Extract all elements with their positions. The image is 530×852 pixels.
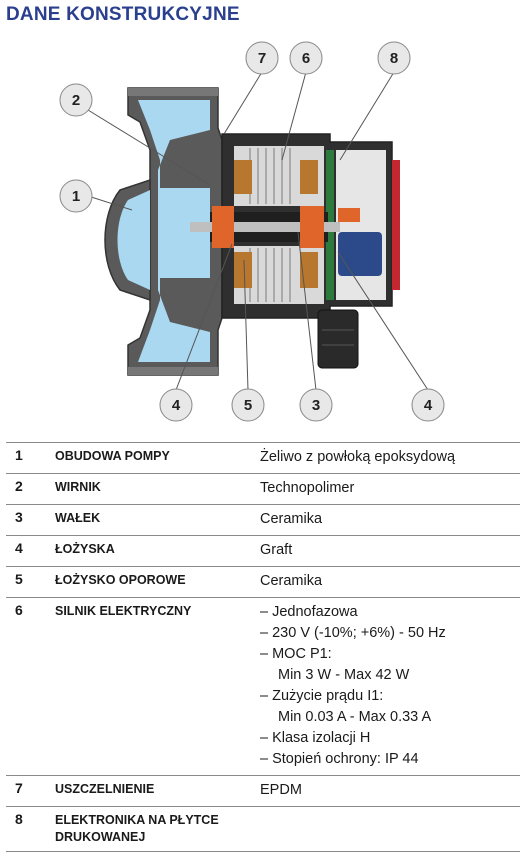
value-line: Ceramika: [260, 573, 323, 589]
value-line: Żeliwo z powłoką epoksydową: [260, 449, 456, 465]
row-number: 6: [15, 602, 23, 618]
callout-8: 8: [390, 50, 398, 67]
callout-2: 2: [72, 92, 80, 109]
table-row: 7 USZCZELNIENIE EPDM: [6, 775, 520, 806]
row-label: USZCZELNIENIE: [55, 782, 155, 796]
row-number: 4: [15, 540, 23, 556]
value-line: – 230 V (-10%; +6%) - 50 Hz: [260, 625, 446, 641]
value-line: Min 3 W - Max 42 W: [278, 667, 410, 683]
value-line: Graft: [260, 542, 293, 558]
callout-1: 1: [72, 188, 80, 205]
row-value: Żeliwo z powłoką epoksydową: [260, 447, 520, 468]
table-row: 1 OBUDOWA POMPY Żeliwo z powłoką epoksydow…: [6, 442, 520, 473]
value-line: – Zużycie prądu I1:: [260, 688, 384, 704]
callout-5: 5: [244, 397, 252, 414]
table-row: 8 ELEKTRONIKA NA PŁYTCE DRUKOWANEJ: [6, 806, 520, 852]
value-line: – Jednofazowa: [260, 604, 358, 620]
row-number: 3: [15, 509, 23, 525]
table-row: 3 WAŁEK Ceramika: [6, 504, 520, 535]
callout-4-left: 4: [172, 397, 181, 414]
row-number: 7: [15, 780, 23, 796]
row-label: ŁOŻYSKO OPOROWE: [55, 573, 186, 587]
value-line: Technopolimer: [260, 480, 355, 496]
value-line: Min 0.03 A - Max 0.33 A: [278, 709, 432, 725]
table-row: 4 ŁOŻYSKA Graft: [6, 535, 520, 566]
row-value: Technopolimer: [260, 478, 520, 499]
row-value: EPDM: [260, 780, 520, 801]
shaft-rotor: [190, 206, 340, 248]
cable-gland: [317, 309, 359, 369]
row-value: – Jednofazowa – 230 V (-10%; +6%) - 50 Hz…: [260, 602, 520, 770]
callout-7: 7: [258, 50, 266, 67]
value-line: – MOC P1:: [260, 646, 332, 662]
row-label: OBUDOWA POMPY: [55, 449, 170, 463]
component-table: 1 OBUDOWA POMPY Żeliwo z powłoką epoksydow…: [6, 442, 520, 852]
callout-3: 3: [312, 397, 320, 414]
table-row: 2 WIRNIK Technopolimer: [6, 473, 520, 504]
row-label: ELEKTRONIKA NA PŁYTCE DRUKOWANEJ: [55, 813, 219, 844]
row-number: 1: [15, 447, 23, 463]
row-number: 2: [15, 478, 23, 494]
row-value: Ceramika: [260, 509, 520, 530]
table-row: 5 ŁOŻYSKO OPOROWE Ceramika: [6, 566, 520, 597]
callout-6: 6: [302, 50, 310, 67]
pump-housing: [104, 87, 223, 376]
table-row: 6 SILNIK ELEKTRYCZNY – Jednofazowa – 230 V …: [6, 597, 520, 775]
row-number: 5: [15, 571, 23, 587]
page-title: DANE KONSTRUKCYJNE: [6, 4, 240, 25]
row-label: ŁOŻYSKA: [55, 542, 115, 556]
row-label: SILNIK ELEKTRYCZNY: [55, 604, 192, 618]
value-line: Ceramika: [260, 511, 323, 527]
value-line: – Stopień ochrony: IP 44: [260, 751, 419, 767]
value-line: EPDM: [260, 782, 302, 798]
row-value: Graft: [260, 540, 520, 561]
callouts: 7 6 8 2 1 4 5 3 4: [59, 41, 445, 422]
pump-cross-section-diagram: 7 6 8 2 1 4 5 3 4: [59, 41, 445, 422]
row-value: [260, 811, 520, 846]
value-line: – Klasa izolacji H: [260, 730, 371, 746]
callout-4-right: 4: [424, 397, 433, 414]
row-value: Ceramika: [260, 571, 520, 592]
row-label: WIRNIK: [55, 480, 101, 494]
row-number: 8: [15, 811, 23, 827]
row-label: WAŁEK: [55, 511, 101, 525]
